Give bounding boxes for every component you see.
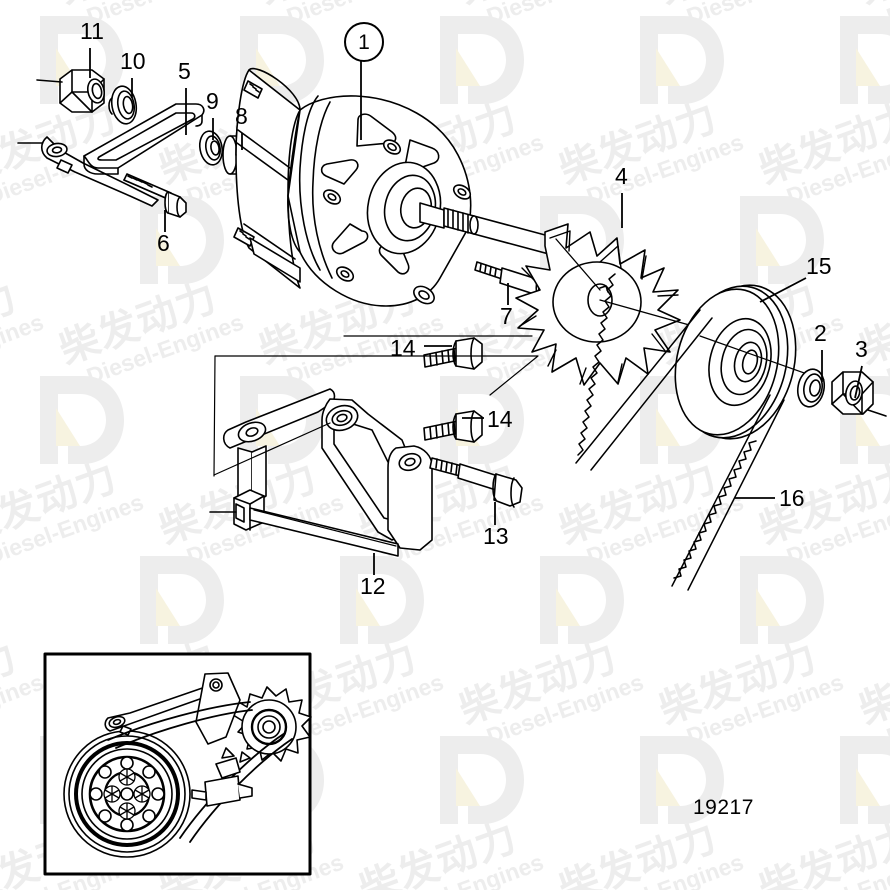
callout-washer: 2 xyxy=(814,320,827,346)
callout-washer: 10 xyxy=(120,48,146,74)
callout-flange-screw: 14 xyxy=(487,406,513,432)
part-mounting-bracket-12 xyxy=(209,388,433,557)
part-washer-2 xyxy=(796,368,826,408)
callout-drive-belt: 16 xyxy=(779,485,805,511)
part-flange-screw-14-upper xyxy=(423,337,483,370)
callout-hex-flange-bolt: 6 xyxy=(157,230,170,256)
inset-adjusting-link xyxy=(104,672,241,745)
callout-fan-retaining-bolt: 7 xyxy=(500,303,513,329)
callout-spacer-bushing: 8 xyxy=(235,103,248,129)
callout-washer: 9 xyxy=(206,88,219,114)
drawing-number: 19217 xyxy=(693,796,754,819)
callout-long-hex-bolt: 13 xyxy=(483,523,509,549)
part-drive-belt-16 xyxy=(575,273,785,591)
callout-lock-nut: 11 xyxy=(80,18,104,44)
callout-alternator-pulley: 15 xyxy=(806,253,832,279)
part-adjusting-link xyxy=(17,103,205,207)
callout-mounting-bracket: 12 xyxy=(360,573,386,599)
part-washer-9 xyxy=(198,130,224,166)
leader-line-alternator-pulley xyxy=(759,277,807,303)
callout-cooling-fan: 4 xyxy=(615,163,628,189)
part-pulley-15 xyxy=(674,284,825,440)
leader-line-nut xyxy=(854,365,863,399)
callout-flange-screw: 14 xyxy=(390,335,416,361)
callout-alternator: 1 xyxy=(344,22,384,62)
callout-adjusting-link: 5 xyxy=(178,58,191,84)
callout-nut: 3 xyxy=(855,336,868,362)
part-long-hex-bolt-13 xyxy=(429,457,523,508)
